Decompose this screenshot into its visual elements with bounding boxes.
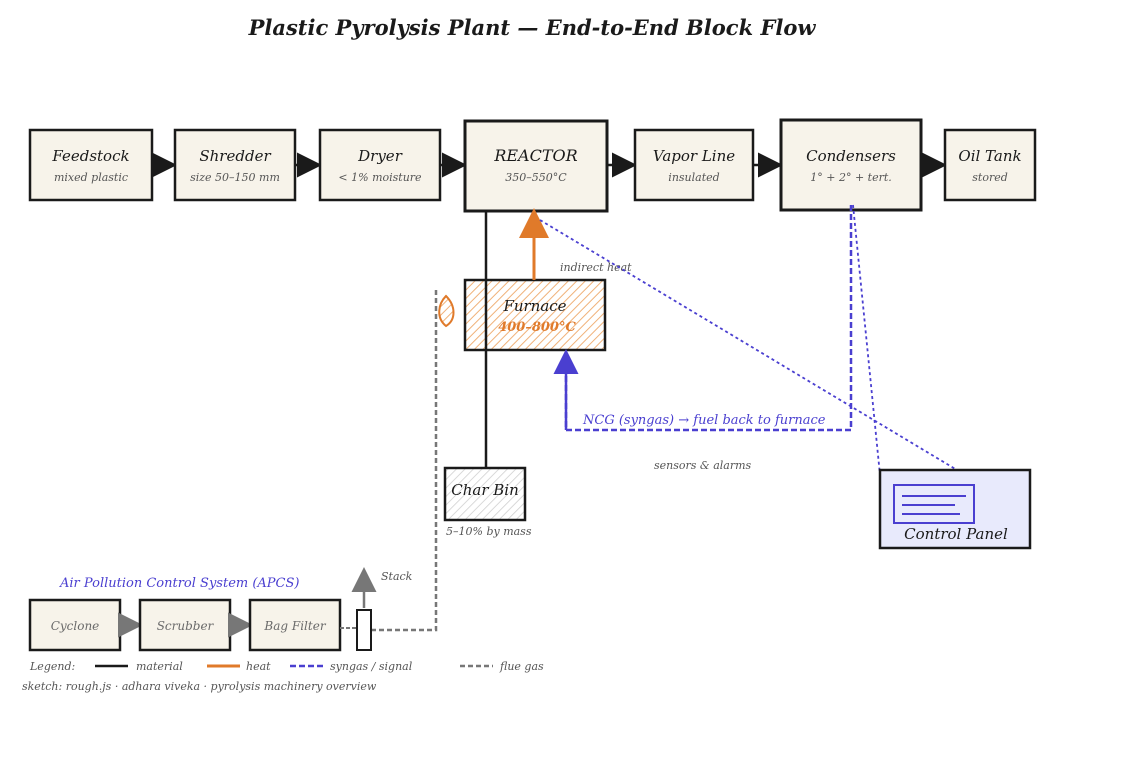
feedstock-sub: mixed plastic	[54, 171, 128, 184]
scrubber-box: Scrubber	[138, 598, 232, 652]
reactor-sub: 350–550°C	[505, 171, 567, 184]
page-title: Plastic Pyrolysis Plant — End-to-End Blo…	[248, 15, 817, 40]
dryer-box: Dryer < 1% moisture	[318, 128, 442, 202]
ncg-return-line	[564, 205, 853, 432]
char-bin-sub: 5–10% by mass	[446, 525, 532, 538]
flue-gas-line	[372, 290, 438, 632]
dryer-label: Dryer	[357, 147, 403, 165]
vapor-line-label: Vapor Line	[653, 147, 735, 165]
cyclone-box: Cyclone	[28, 598, 122, 652]
legend-flue: flue gas	[499, 660, 544, 673]
furnace-temp: 400–800°C	[498, 320, 576, 335]
bag-filter-box: Bag Filter	[248, 598, 342, 652]
reactor-label: REACTOR	[493, 146, 577, 165]
feedstock-label: Feedstock	[51, 147, 129, 165]
condensers-label: Condensers	[806, 147, 896, 165]
control-panel-label: Control Panel	[904, 525, 1008, 543]
oil-tank-sub: stored	[972, 171, 1008, 184]
footer-note: sketch: rough.js · adhara viveka · pyrol…	[22, 680, 377, 693]
sensors-label: sensors & alarms	[654, 459, 752, 472]
ncg-label: NCG (syngas) → fuel back to furnace	[582, 413, 826, 428]
condensers-box: Condensers 1° + 2° + tert.	[779, 118, 923, 212]
char-bin-box: Char Bin	[443, 466, 527, 522]
oil-tank-box: Oil Tank stored	[943, 128, 1037, 202]
dryer-sub: < 1% moisture	[338, 171, 422, 184]
control-panel-box: Control Panel	[878, 468, 1032, 550]
flame-icon	[438, 294, 455, 328]
indirect-heat-note: indirect heat	[560, 261, 632, 274]
legend-heat: heat	[246, 660, 271, 673]
oil-tank-label: Oil Tank	[958, 147, 1021, 165]
bag-filter-label: Bag Filter	[263, 619, 326, 633]
signal-line-condensers	[852, 204, 881, 476]
shredder-box: Shredder size 50–150 mm	[173, 128, 297, 202]
furnace-label: Furnace	[502, 297, 566, 315]
condensers-sub: 1° + 2° + tert.	[810, 171, 892, 184]
stack-label: Stack	[381, 570, 413, 583]
vapor-line-box: Vapor Line insulated	[633, 128, 755, 202]
cyclone-label: Cyclone	[51, 619, 100, 633]
legend-syngas: syngas / signal	[330, 660, 413, 673]
char-bin-label: Char Bin	[451, 481, 519, 499]
scrubber-label: Scrubber	[157, 619, 215, 633]
feedstock-box: Feedstock mixed plastic	[28, 128, 154, 202]
screen-icon	[893, 484, 975, 524]
legend-material: material	[136, 660, 183, 673]
legend-title: Legend:	[29, 660, 75, 673]
stack-icon	[356, 609, 372, 651]
shredder-label: Shredder	[199, 147, 271, 165]
furnace-box: Furnace 400–800°C	[463, 278, 607, 352]
apcs-title: Air Pollution Control System (APCS)	[59, 576, 299, 591]
vapor-line-sub: insulated	[668, 171, 719, 184]
shredder-sub: size 50–150 mm	[190, 171, 280, 184]
reactor-box: REACTOR 350–550°C	[463, 119, 609, 213]
